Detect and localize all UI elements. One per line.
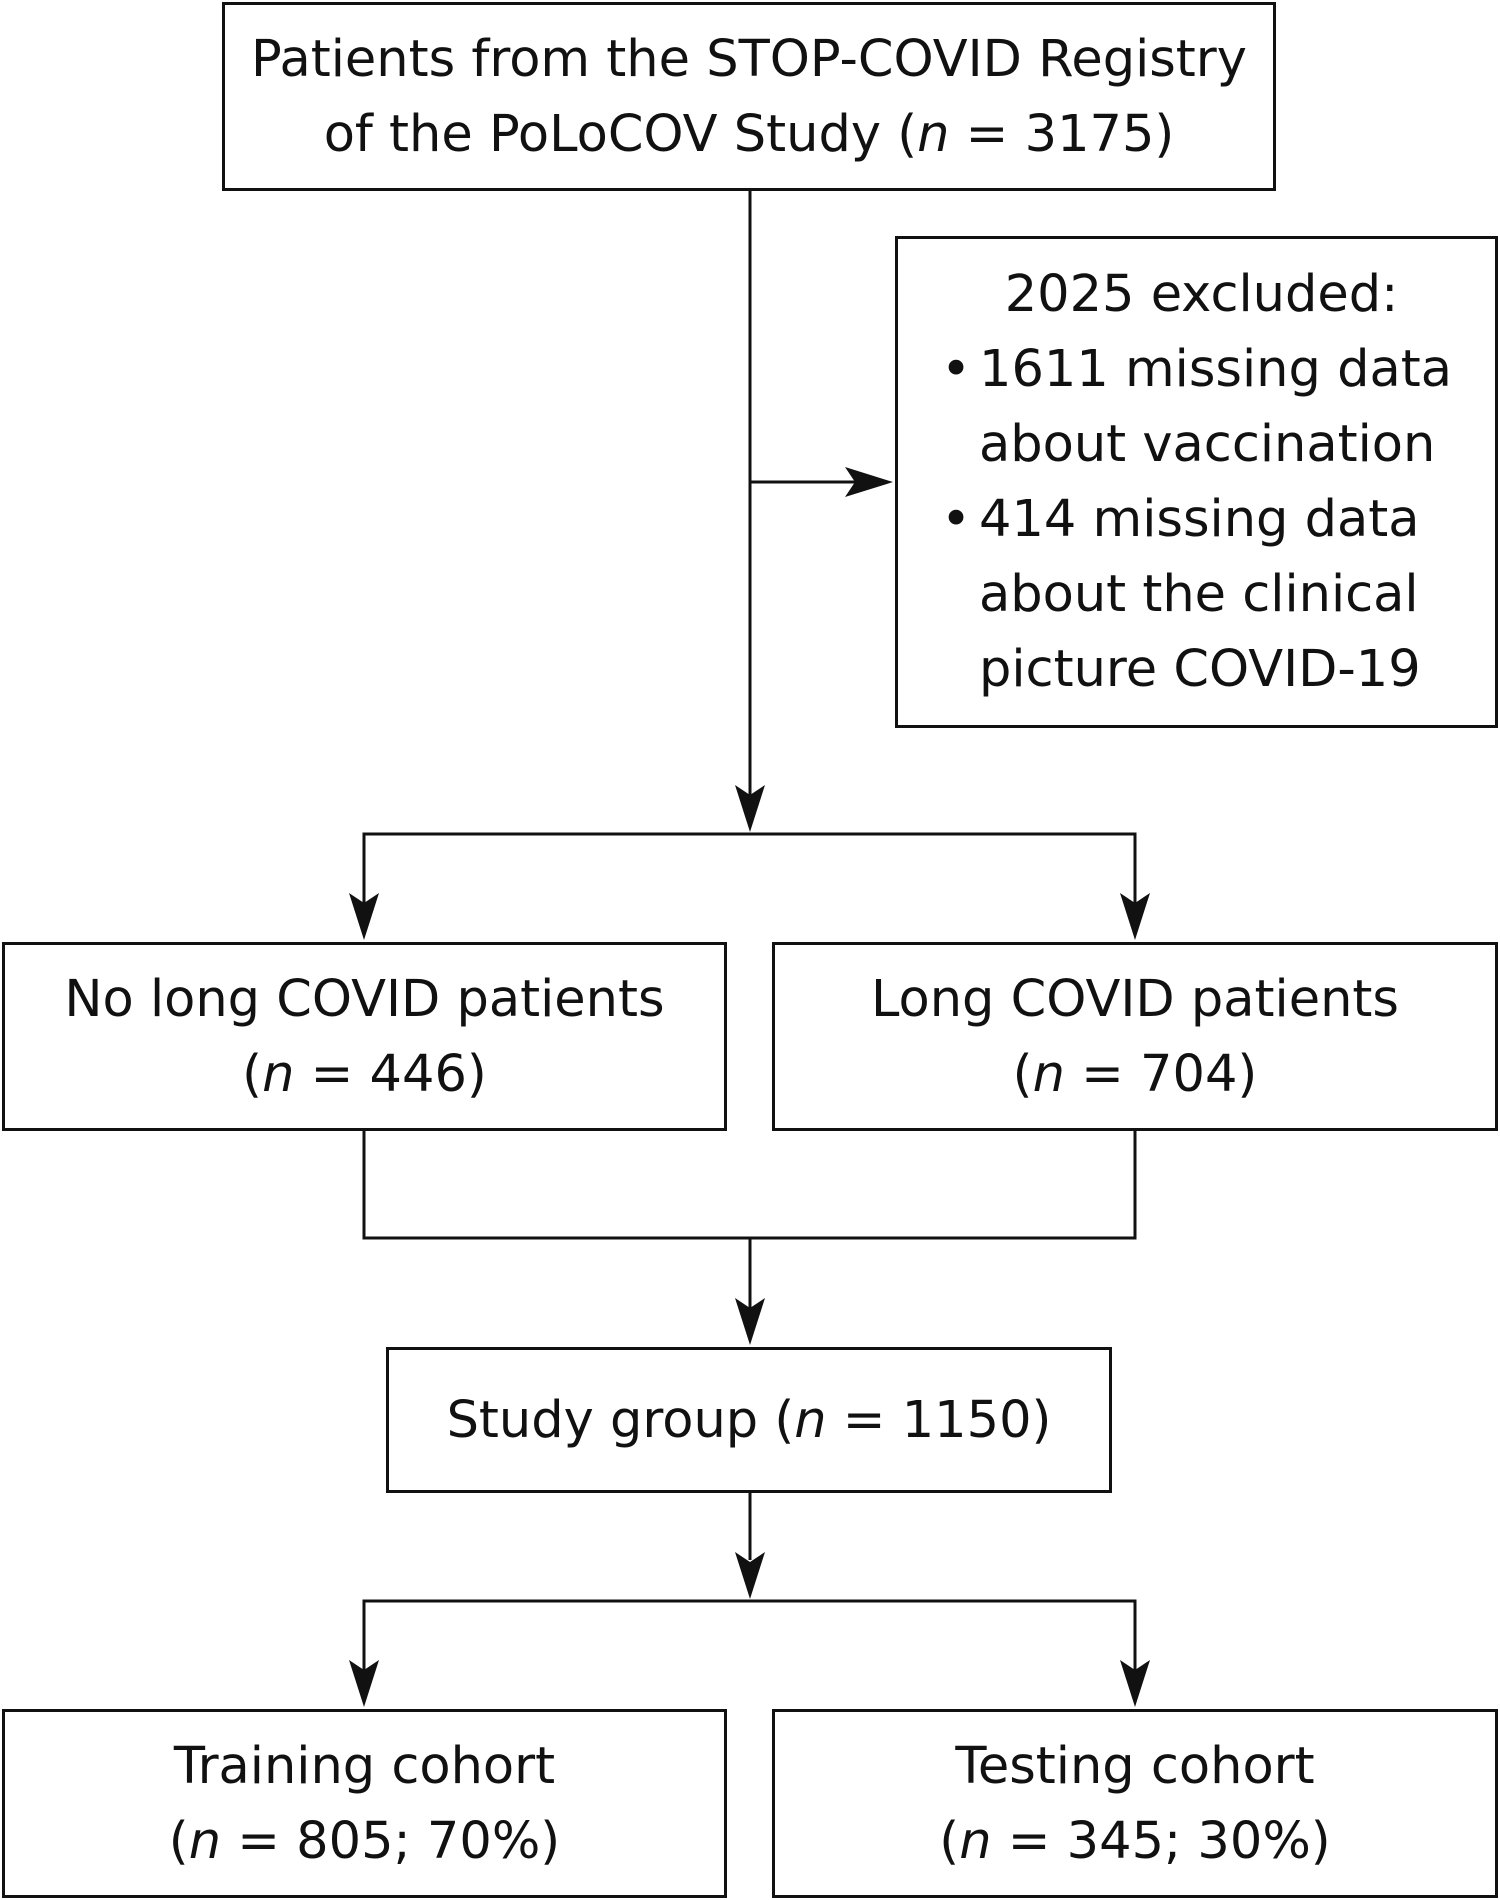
n-symbol: n xyxy=(1032,1044,1065,1104)
source-line-2: of the PoLoCOV Study (n = 3175) xyxy=(324,97,1175,172)
exclusion-2-line-2: about the clinical xyxy=(979,565,1419,624)
testing-cohort-label: Testing cohort xyxy=(955,1736,1315,1796)
excluded-box: 2025 excluded: • 1611 missing data about… xyxy=(895,236,1498,728)
training-cohort-count: = 805; 70%) xyxy=(221,1811,561,1871)
arrowhead-testing xyxy=(1120,1660,1150,1707)
exclusion-list: • 1611 missing data about vaccination • … xyxy=(898,332,1495,707)
source-n-symbol: n xyxy=(917,104,950,164)
n-symbol: n xyxy=(794,1390,827,1450)
arrowhead-merge xyxy=(735,1298,765,1345)
exclusion-item: • 1611 missing data about vaccination xyxy=(941,332,1495,482)
exclusion-1-line-1: 1611 missing data xyxy=(979,340,1452,399)
training-cohort-label: Training cohort xyxy=(173,1736,556,1796)
source-line-2-prefix: of the PoLoCOV Study ( xyxy=(323,104,918,164)
arrowhead-training xyxy=(349,1660,379,1707)
study-group-box: Study group (n = 1150) xyxy=(386,1347,1112,1493)
n-symbol: n xyxy=(188,1811,222,1871)
study-group-line: Study group (n = 1150) xyxy=(447,1383,1052,1458)
arrowhead-excluded xyxy=(845,467,893,497)
testing-cohort-box: Testing cohort (n = 345; 30%) xyxy=(772,1709,1498,1898)
source-line-1: Patients from the STOP-COVID Registry xyxy=(251,29,1247,89)
exclusion-item: • 414 missing data about the clinical pi… xyxy=(941,482,1495,707)
paren-open: ( xyxy=(939,1811,960,1871)
split-bar-bottom xyxy=(362,1599,1137,1680)
paren-open: ( xyxy=(1012,1044,1033,1104)
source-count: = 3175) xyxy=(949,104,1175,164)
source-population-box: Patients from the STOP-COVID Registry of… xyxy=(222,2,1276,191)
long-covid-label: Long COVID patients xyxy=(871,969,1399,1029)
testing-cohort-count: = 345; 30%) xyxy=(991,1811,1331,1871)
no-long-covid-box: No long COVID patients (n = 446) xyxy=(2,942,727,1131)
training-cohort-count-line: (n = 805; 70%) xyxy=(169,1804,560,1879)
excluded-heading: 2025 excluded: xyxy=(1004,265,1399,324)
exclusion-2-line-3: picture COVID-19 xyxy=(979,640,1421,699)
arrowhead-trunk xyxy=(735,785,765,832)
split-bar-top xyxy=(362,832,1137,912)
long-covid-count: = 704) xyxy=(1064,1044,1258,1104)
arrowhead-long xyxy=(1120,893,1150,940)
study-group-count: = 1150) xyxy=(826,1390,1052,1450)
exclusion-2-line-1: 414 missing data xyxy=(979,490,1420,549)
merge-bar xyxy=(362,1131,1137,1240)
testing-cohort-count-line: (n = 345; 30%) xyxy=(939,1804,1330,1879)
no-long-covid-label: No long COVID patients xyxy=(64,969,665,1029)
n-symbol: n xyxy=(959,1811,992,1871)
paren-open: ( xyxy=(242,1044,263,1104)
study-group-label: Study group ( xyxy=(446,1390,795,1450)
no-long-covid-count-line: (n = 446) xyxy=(242,1037,487,1112)
bullet-icon: • xyxy=(941,490,972,549)
training-cohort-box: Training cohort (n = 805; 70%) xyxy=(2,1709,727,1898)
no-long-covid-count: = 446) xyxy=(294,1044,487,1104)
exclusion-1-line-2: about vaccination xyxy=(979,415,1436,474)
long-covid-count-line: (n = 704) xyxy=(1013,1037,1258,1112)
n-symbol: n xyxy=(262,1044,295,1104)
bullet-icon: • xyxy=(941,340,972,399)
arrowhead-study-split xyxy=(735,1552,765,1599)
arrowhead-no-long xyxy=(349,893,379,940)
paren-open: ( xyxy=(168,1811,189,1871)
long-covid-box: Long COVID patients (n = 704) xyxy=(772,942,1498,1131)
